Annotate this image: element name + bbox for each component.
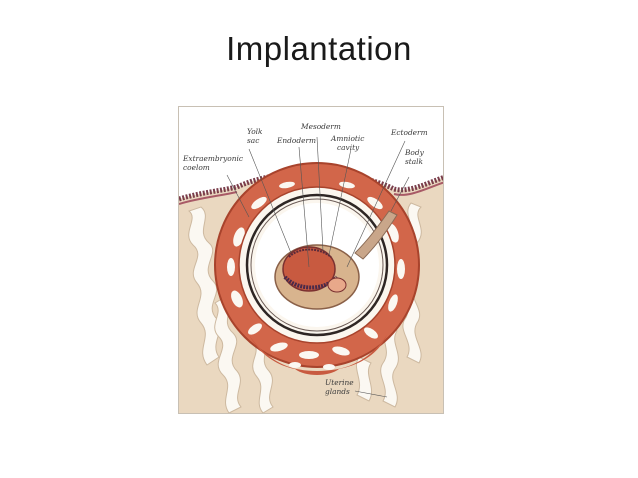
- amnion-membrane: [288, 248, 332, 258]
- label-yolk-sac-1: Yolk: [247, 127, 263, 136]
- label-extraembryonic-2: coelom: [183, 163, 210, 172]
- label-uterine-1: Uterine: [325, 378, 354, 387]
- label-uterine-2: glands: [325, 387, 350, 396]
- label-body-stalk-1: Body: [404, 148, 425, 157]
- label-yolk-sac-2: sac: [247, 136, 259, 145]
- body-stalk: [354, 210, 398, 260]
- amniotic-cavity: [282, 246, 336, 292]
- label-amniotic-1: Amniotic: [330, 134, 364, 143]
- leader-lines: [226, 136, 410, 398]
- label-amniotic-2: cavity: [337, 143, 360, 152]
- implantation-diagram: Yolk sac Mesoderm Endoderm Amniotic cavi…: [178, 106, 444, 414]
- epithelium-inner-left: [179, 191, 238, 205]
- label-ectoderm: Ectoderm: [390, 128, 428, 137]
- slide-title: Implantation: [226, 30, 412, 67]
- label-endoderm: Endoderm: [276, 136, 316, 145]
- diagram-labels: Yolk sac Mesoderm Endoderm Amniotic cavi…: [182, 122, 428, 396]
- label-body-stalk-2: stalk: [405, 157, 424, 166]
- uterine-glands-left: [187, 206, 274, 413]
- implantation-svg: Yolk sac Mesoderm Endoderm Amniotic cavi…: [179, 107, 443, 413]
- chorion-inner: [250, 198, 384, 332]
- yolk-sac-inner: [327, 277, 347, 293]
- surface-epithelium: [179, 170, 443, 202]
- label-extraembryonic-1: Extraembryonic: [182, 154, 243, 163]
- label-mesoderm: Mesoderm: [300, 122, 341, 131]
- epithelium-inner-right: [393, 181, 443, 196]
- chorion: [245, 193, 389, 337]
